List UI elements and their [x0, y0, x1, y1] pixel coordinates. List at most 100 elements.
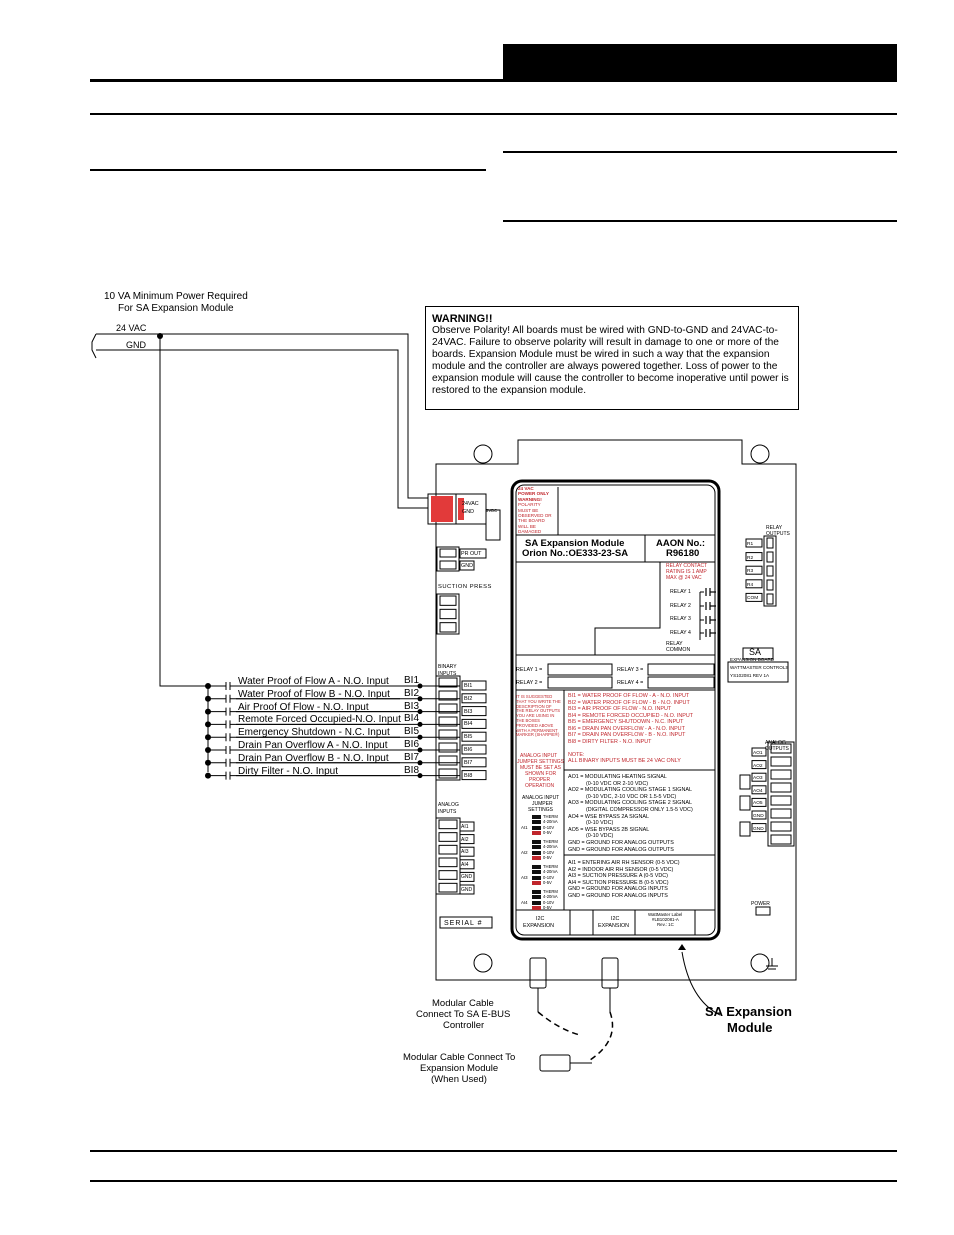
- junction-dot: [417, 721, 423, 727]
- bi-terminal-label: BI7: [464, 759, 473, 766]
- module-callout-line: [681, 951, 721, 1016]
- serial-box: [439, 916, 493, 929]
- terminal-screw: [439, 622, 457, 633]
- junction-dot: [205, 721, 211, 728]
- bi-term-box: [461, 680, 487, 691]
- ai-term-box: [459, 821, 475, 832]
- suggest-note: THE RELAY OUTPUTS: [516, 708, 561, 714]
- jumper-pin: [532, 880, 541, 885]
- bi-term-box: [461, 744, 487, 755]
- jumper-option: 4-20mA: [543, 894, 558, 900]
- ai-terminal-label: AI1: [461, 824, 469, 830]
- ao-description: (DIGITAL COMPRESSOR ONLY 1.5-5 VDC): [586, 807, 693, 813]
- i2c-label-1: I2C: [536, 916, 545, 922]
- power-warning-text: DAMAGED: [518, 529, 542, 535]
- analog-inputs-label: INPUTS: [438, 809, 457, 815]
- jumper-option: 0-5V: [543, 904, 552, 910]
- relay-output-block: [763, 535, 777, 607]
- ao-description: AO1 = MODULATING HEATING SIGNAL: [568, 774, 667, 780]
- junction-dot: [205, 695, 211, 702]
- relay-terminal-label: R3: [747, 569, 754, 575]
- ao-description: AO3 = MODULATING COOLING STAGE 2 SIGNAL: [568, 800, 692, 807]
- bi-description: BI3 = AIR PROOF OF FLOW - N.O. INPUT: [568, 706, 672, 712]
- ao-terminal-label: AO5: [753, 801, 763, 807]
- suggest-note: IT IS SUGGESTED: [516, 694, 553, 699]
- jumper-label: JUMPER: [532, 801, 553, 807]
- board-label-panel: [510, 479, 721, 941]
- terminal-screw: [770, 782, 792, 793]
- ai-terminal-label: GND: [461, 887, 473, 893]
- jumper-option: 0-10V: [543, 899, 555, 905]
- jumper-label: SETTINGS: [528, 807, 554, 813]
- input-label: Drain Pan Overflow B - N.O. Input: [238, 752, 389, 764]
- terminal-screw: [770, 769, 792, 780]
- jumper-pin: [532, 875, 541, 880]
- ao-description: GND = GROUND FOR ANALOG OUTPUTS: [568, 840, 674, 846]
- relay4-field: [647, 676, 715, 689]
- terminal-screw: [770, 821, 792, 832]
- ao-terminal-label: AO2: [753, 763, 763, 769]
- t-pr-gnd: GND: [461, 563, 473, 569]
- bi-terminal-label: BI8: [464, 772, 473, 779]
- ai-jumper-tag: AI4: [521, 900, 528, 905]
- bi-terminal-label: BI6: [464, 747, 473, 753]
- relay2-field-label: RELAY 2 =: [516, 680, 543, 686]
- ai-jumper-tag: AI3: [521, 875, 528, 880]
- i2c-label-2: I2C: [611, 916, 620, 922]
- terminal-screw: [438, 716, 458, 727]
- footer-rule-bottom: [90, 1180, 897, 1182]
- junction-dot: [417, 709, 423, 715]
- bi-note: NOTE:: [568, 752, 585, 758]
- relay-label: RELAY 1: [670, 589, 691, 595]
- junction-dot: [205, 772, 211, 779]
- jumper-note: PROPER: [529, 777, 551, 783]
- relay-rating-text: RATING IS 1 AMP: [666, 569, 707, 575]
- junction-dot: [205, 747, 211, 753]
- wire-24vac: [96, 333, 428, 499]
- junction-dot: [417, 747, 423, 753]
- ai-term-box: [459, 884, 475, 895]
- terminal-screw: [438, 844, 458, 855]
- terminal-screw: [438, 742, 458, 753]
- input-label: Water Proof of Flow B - N.O. Input: [238, 688, 390, 700]
- ai-jumper-tag: AI2: [521, 850, 528, 855]
- suggest-note: THE BOXES: [516, 718, 540, 723]
- input-contact: [225, 707, 231, 716]
- input-label: Remote Forced Occupied-N.O. Input: [238, 714, 401, 726]
- ai-description: GND = GROUND FOR ANALOG INPUTS: [568, 893, 668, 899]
- label-info: #LB102081-A: [652, 917, 679, 922]
- cable2-line2: Expansion Module: [420, 1063, 499, 1074]
- expansion-board-box: [727, 661, 789, 683]
- ao-term-box: [751, 785, 767, 795]
- input-tag: BI5: [404, 726, 420, 738]
- terminal-screw: [438, 690, 458, 701]
- pressure-block: [436, 546, 460, 572]
- input-label: Emergency Shutdown - N.C. Input: [238, 727, 390, 739]
- cable-plug-1: [529, 957, 547, 989]
- jumper-pin: [532, 890, 541, 894]
- ai-terminal-label: AI2: [461, 836, 469, 843]
- relay1-field: [547, 663, 613, 676]
- junction-dot: [417, 696, 423, 702]
- input-tag: BI1: [404, 675, 420, 686]
- jumper-pin: [532, 895, 541, 900]
- binary-inputs-label: BINARY: [438, 664, 457, 670]
- junction-dot: [417, 734, 423, 740]
- relay-label: RELAY 2: [670, 602, 691, 609]
- header-bar: [503, 44, 897, 80]
- ao-description: AO5 = WSE BYPASS 2B SIGNAL: [568, 826, 650, 833]
- relay-terminal-label: R4: [747, 582, 754, 588]
- power-warning-text: POWER ONLY: [518, 491, 549, 497]
- suction-block: [436, 593, 460, 635]
- analog-outputs-label: ANALOG: [765, 740, 786, 746]
- ai-term-box: [459, 834, 475, 845]
- jumper-pin: [532, 870, 541, 875]
- cable2-line1: Modular Cable Connect To: [403, 1052, 516, 1063]
- input-contact: [225, 682, 231, 690]
- relay1-field-label: RELAY 1 =: [516, 667, 543, 673]
- mount-hole: [473, 444, 493, 464]
- ai-term-box: [459, 859, 475, 870]
- gnd-box: [459, 560, 475, 571]
- ai-description: AI3 = SUCTION PRESSURE A (0-5 VDC): [568, 873, 668, 880]
- jumper-option: THERM: [543, 889, 558, 894]
